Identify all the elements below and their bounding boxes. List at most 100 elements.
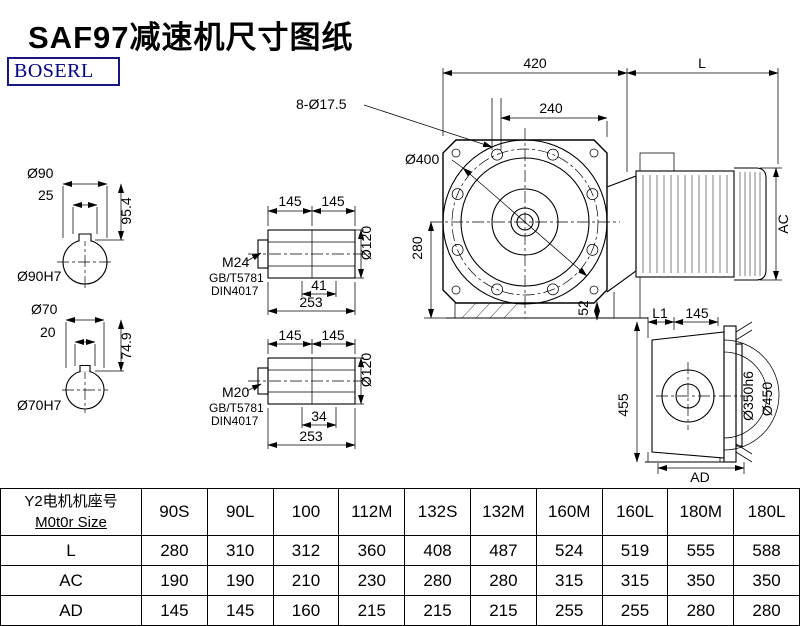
cell: 145 xyxy=(141,595,208,626)
dim-key-25: 25 xyxy=(38,187,54,203)
dim-145a-top: 145 xyxy=(278,193,302,209)
dim-145b-top: 145 xyxy=(321,193,345,209)
hollow-shaft-bottom: 145 145 Ø120 M20 GB/T5781 DIN4017 34 253 xyxy=(209,327,374,449)
dim-420: 420 xyxy=(523,55,547,71)
dim-bolt-holes: 8-Ø17.5 xyxy=(296,96,347,112)
std-gb-bottom: GB/T5781 xyxy=(209,401,264,415)
cell: 190 xyxy=(141,565,208,596)
bolt-circle xyxy=(451,148,599,296)
dim-fit-70h7: Ø70H7 xyxy=(17,397,62,413)
bore-section-70: Ø70 20 74.9 Ø70H7 xyxy=(17,301,134,413)
cell: 524 xyxy=(535,535,603,566)
cell: 215 xyxy=(338,595,406,626)
col-header: 160M xyxy=(535,488,603,536)
fan-cowl xyxy=(734,167,767,281)
col-header: 112M xyxy=(338,488,406,536)
cell: 350 xyxy=(733,565,800,596)
cell: 280 xyxy=(141,535,208,566)
cell: 315 xyxy=(535,565,603,596)
cell: 190 xyxy=(206,565,274,596)
dim-52: 52 xyxy=(575,300,591,316)
front-view: 420 L 240 8-Ø17.5 Ø400 280 52 AC xyxy=(296,55,791,321)
header-cn: Y2电机机座号 xyxy=(24,493,118,510)
cell: 215 xyxy=(404,595,471,626)
dim-L: L xyxy=(698,55,706,71)
thread-label-m24: M24 xyxy=(222,254,249,270)
output-hub-circle xyxy=(661,369,715,423)
std-din-top: DIN4017 xyxy=(211,284,259,298)
dim-dia-120-top: Ø120 xyxy=(358,226,374,260)
dim-145a-bottom: 145 xyxy=(278,327,302,343)
row-label: L xyxy=(0,535,142,566)
col-header: 180M xyxy=(667,488,735,536)
cell: 280 xyxy=(667,595,735,626)
table-corner-header: Y2电机机座号 M0t0r Size xyxy=(0,488,142,536)
boserl-logo: BOSERL xyxy=(7,57,120,86)
cell: 255 xyxy=(601,595,669,626)
motor-size-table: Y2电机机座号 M0t0r Size 90S 90L 100 112M 132S… xyxy=(0,488,800,626)
cell: 408 xyxy=(404,535,471,566)
cell: 487 xyxy=(469,535,537,566)
output-flange-plate xyxy=(723,325,737,463)
dim-key-20: 20 xyxy=(40,324,56,340)
row-label: AC xyxy=(0,565,142,596)
col-header: 160L xyxy=(601,488,669,536)
row-label: AD xyxy=(0,595,142,626)
dim-253-top: 253 xyxy=(299,294,323,310)
cell: 280 xyxy=(733,595,800,626)
cell: 255 xyxy=(535,595,603,626)
dim-145-side: 145 xyxy=(685,305,709,321)
col-header: 90S xyxy=(141,488,208,536)
cell: 230 xyxy=(338,565,406,596)
cell: 210 xyxy=(272,565,340,596)
cell: 312 xyxy=(272,535,340,566)
hollow-shaft-top: 145 145 Ø120 M24 GB/T5781 DIN4017 41 253 xyxy=(209,193,374,315)
dim-dia-90: Ø90 xyxy=(27,165,54,181)
col-header: 90L xyxy=(206,488,274,536)
dim-L1: L1 xyxy=(652,305,668,321)
header-en: M0t0r Size xyxy=(35,514,107,531)
cell: 350 xyxy=(667,565,735,596)
cell: 588 xyxy=(733,535,800,566)
std-gb-top: GB/T5781 xyxy=(209,271,264,285)
dim-145b-bottom: 145 xyxy=(321,327,345,343)
cell: 145 xyxy=(206,595,274,626)
dim-455: 455 xyxy=(615,393,631,417)
cell: 160 xyxy=(272,595,340,626)
dim-height-749: 74.9 xyxy=(118,332,134,359)
std-din-bottom: DIN4017 xyxy=(211,414,259,428)
dim-34: 34 xyxy=(311,408,327,424)
dim-fit-90h7: Ø90H7 xyxy=(17,268,62,284)
flange-circle-400 xyxy=(442,139,608,305)
cell: 280 xyxy=(404,565,471,596)
dim-dia-350h6: Ø350h6 xyxy=(740,371,756,421)
dim-AC: AC xyxy=(775,214,791,233)
col-header: 132S xyxy=(404,488,471,536)
col-header: 132M xyxy=(469,488,537,536)
dim-41: 41 xyxy=(311,277,327,293)
cell: 215 xyxy=(469,595,537,626)
dim-dia-120-bottom: Ø120 xyxy=(358,353,374,387)
keyway-70 xyxy=(79,364,91,372)
cell: 310 xyxy=(206,535,274,566)
dim-height-954: 95.4 xyxy=(118,197,134,224)
dim-280: 280 xyxy=(409,236,425,260)
dim-dia-450: Ø450 xyxy=(759,382,775,416)
dim-AD: AD xyxy=(690,469,709,485)
dim-dia-70: Ø70 xyxy=(31,301,58,317)
flange-arc-450 xyxy=(723,339,780,451)
col-header: 180L xyxy=(733,488,800,536)
col-header: 100 xyxy=(272,488,340,536)
cell: 360 xyxy=(338,535,406,566)
page-title: SAF97减速机尺寸图纸 xyxy=(28,20,354,55)
side-view: L1 145 455 Ø350h6 Ø450 AD xyxy=(615,305,780,485)
bore-section-90: Ø90 25 95.4 Ø90H7 xyxy=(17,165,134,290)
logo-text: BOSERL xyxy=(14,60,94,82)
technical-drawing: Ø90 25 95.4 Ø90H7 Ø70 20 74.9 Ø70H7 145 … xyxy=(17,55,791,485)
keyway-90 xyxy=(78,233,92,242)
cell: 315 xyxy=(601,565,669,596)
motor-body xyxy=(635,170,735,278)
terminal-box xyxy=(639,152,675,172)
thread-label-m20: M20 xyxy=(222,384,249,400)
